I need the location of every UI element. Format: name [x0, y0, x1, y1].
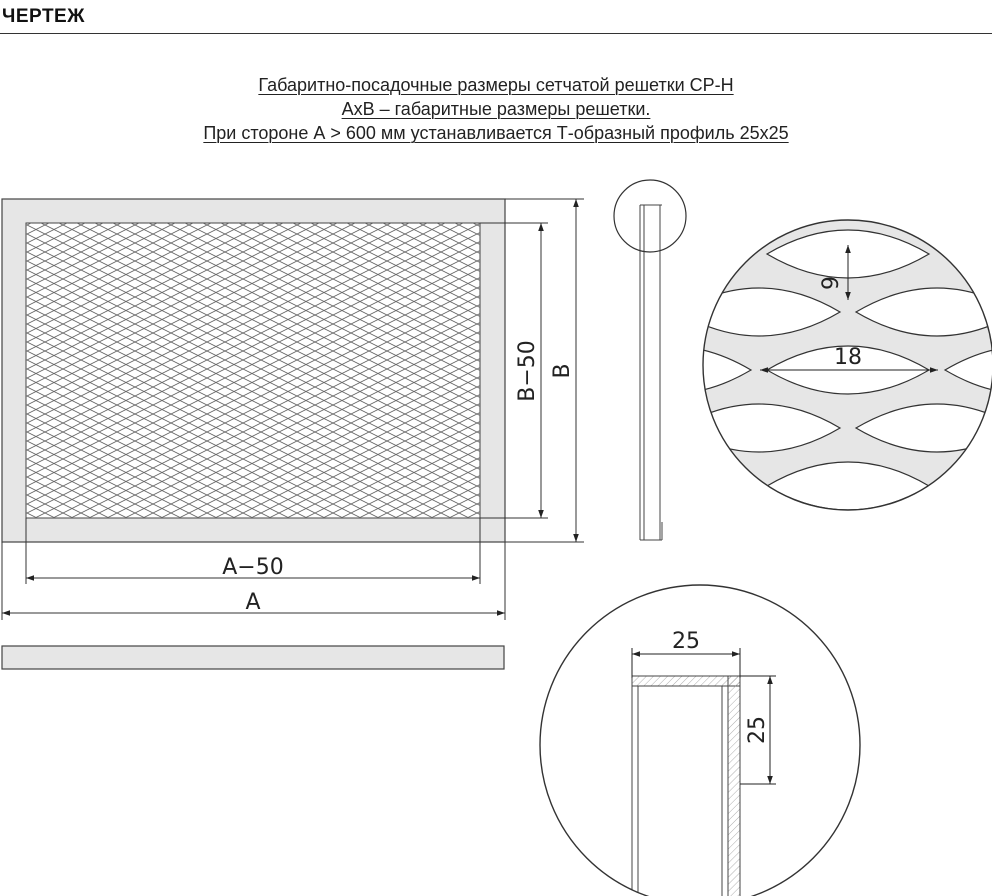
mesh-opening — [856, 520, 992, 568]
grille-front-view — [1, 198, 506, 543]
mesh-opening — [500, 520, 662, 568]
dim-label-mesh-height: 9 — [819, 276, 844, 290]
header-title: ЧЕРТЕЖ — [2, 6, 85, 27]
dim-label-profile-width: 25 — [672, 629, 700, 654]
mesh-detail: 9 18 — [411, 114, 992, 626]
mesh-opening — [943, 461, 992, 510]
mesh-opening — [500, 288, 662, 336]
grille-side-view-bar — [1, 645, 505, 670]
dim-label-b: B — [550, 363, 575, 378]
mesh-opening — [411, 578, 573, 626]
mesh-opening — [767, 114, 929, 162]
mesh-opening — [589, 114, 751, 162]
dim-label-a-minus-50: A−50 — [222, 555, 283, 580]
dimension-lines-main — [1, 198, 584, 620]
dim-label-b-minus-50: B−50 — [515, 340, 540, 402]
dim-label-mesh-width: 18 — [834, 345, 862, 370]
caption-line-1-text: Габаритно-посадочные размеры сетчатой ре… — [258, 75, 734, 95]
caption-line-1: Габаритно-посадочные размеры сетчатой ре… — [0, 75, 992, 96]
caption-line-2-text: AxB – габаритные размеры решетки. — [341, 99, 651, 119]
caption-line-2: AxB – габаритные размеры решетки. — [0, 99, 992, 120]
mesh-opening — [703, 461, 753, 510]
mesh-opening — [678, 520, 840, 568]
mesh-opening — [411, 114, 573, 162]
grille-side-section — [639, 204, 663, 541]
caption-line-3: При стороне А > 600 мм устанавливается Т… — [0, 123, 992, 144]
profile-detail-circle — [539, 584, 861, 896]
profile-detail: 25 25 — [539, 584, 861, 896]
mesh-fill — [26, 223, 480, 518]
mesh-opening — [500, 404, 662, 452]
mesh-opening — [945, 114, 992, 162]
mesh-opening — [703, 220, 842, 221]
mesh-opening — [500, 172, 662, 220]
dim-label-profile-height: 25 — [745, 716, 770, 744]
mesh-opening — [943, 345, 992, 395]
page-header: ЧЕРТЕЖ — [0, 0, 992, 34]
mesh-opening — [945, 578, 992, 626]
mesh-opening — [854, 220, 992, 221]
mesh-detail-circle — [702, 219, 992, 511]
mesh-opening — [703, 345, 753, 395]
mesh-opening — [703, 229, 753, 279]
dim-label-a: A — [245, 590, 260, 615]
caption-line-3-text: При стороне А > 600 мм устанавливается Т… — [203, 123, 789, 143]
detail-callout-circle — [613, 179, 687, 253]
